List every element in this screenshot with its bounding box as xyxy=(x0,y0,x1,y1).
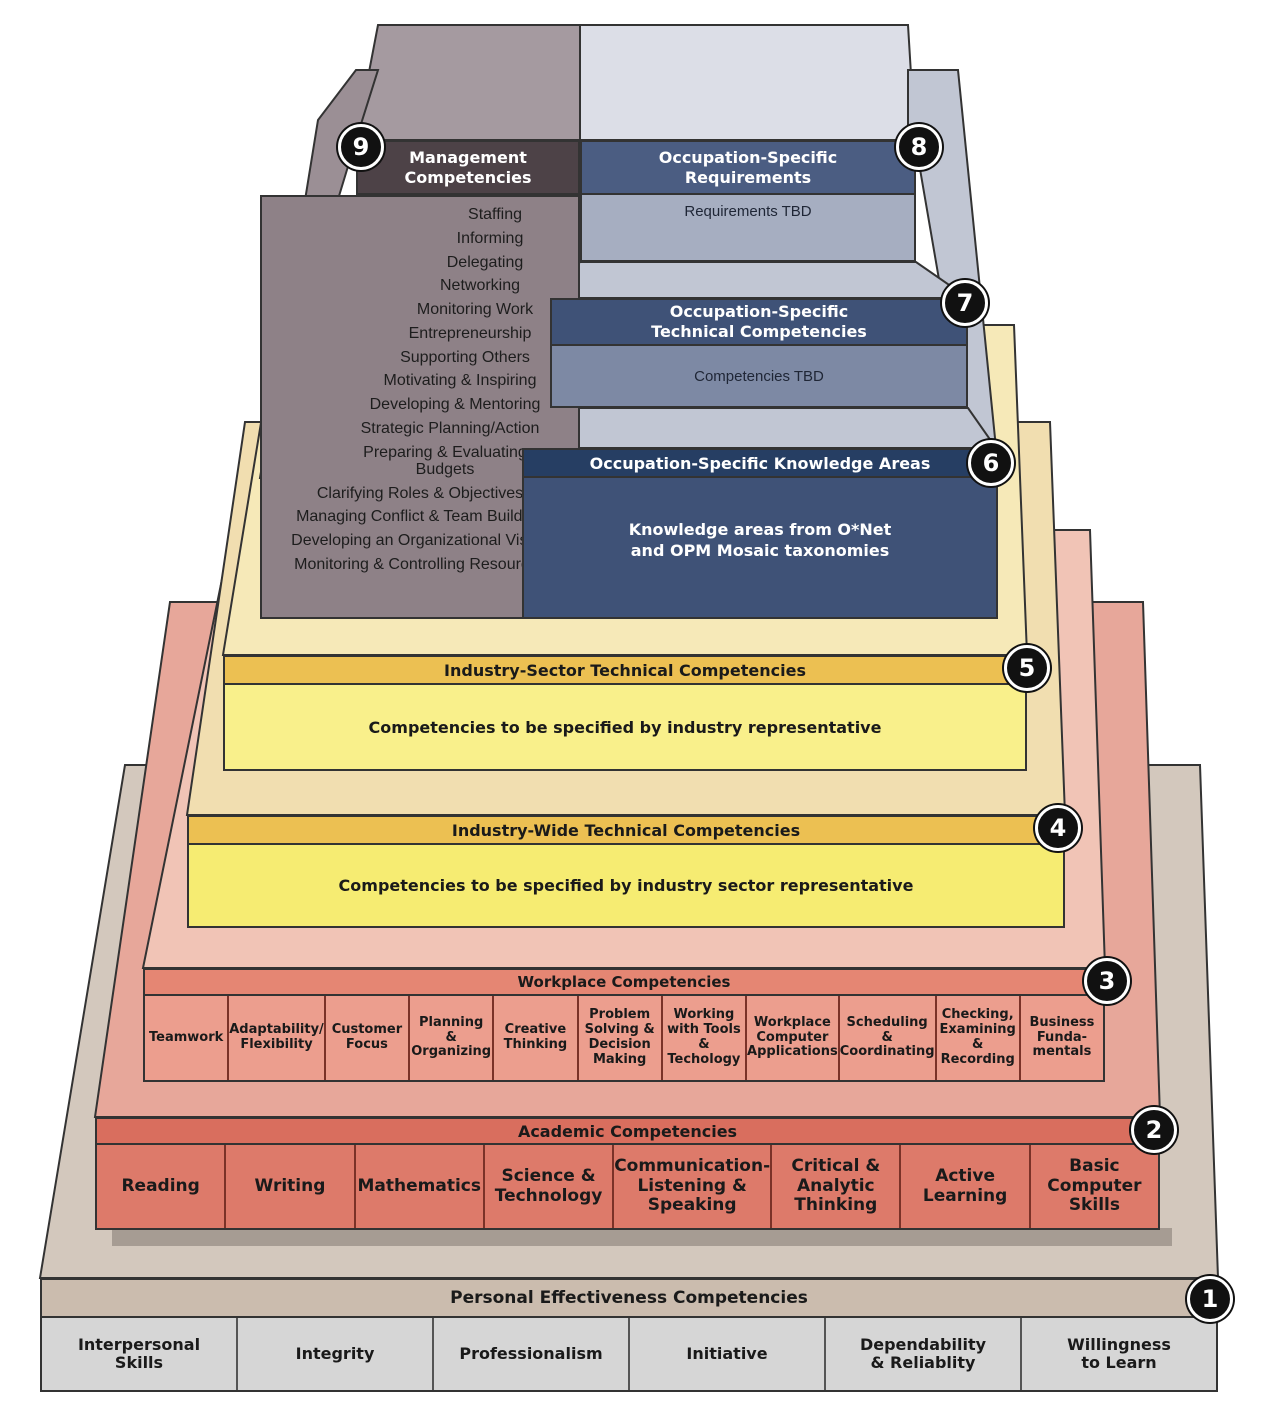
management-competency-item: Delegating xyxy=(446,253,524,271)
tier-2-cell: Active Learning xyxy=(899,1145,1028,1228)
tier-2-cell: Mathematics xyxy=(353,1145,483,1228)
management-competency-item: Monitoring Work xyxy=(416,301,534,319)
tier-7-top-surface xyxy=(547,261,972,299)
tier-3-cell: Adaptability/ Flexibility xyxy=(227,996,324,1080)
tier-5-number-badge: 5 xyxy=(1004,645,1050,691)
tier-1-cell: Initiative xyxy=(628,1318,824,1390)
tier-1-cell: Integrity xyxy=(236,1318,432,1390)
tier-4-number-badge: 4 xyxy=(1035,805,1081,851)
tier-7-number-badge: 7 xyxy=(942,280,988,326)
management-competency-item: Informing xyxy=(456,229,524,247)
tier-6-header: Occupation-Specific Knowledge Areas xyxy=(522,448,998,478)
tier-1-cell: Professionalism xyxy=(432,1318,628,1390)
management-competency-item: Clarifying Roles & Objectives xyxy=(316,484,524,502)
tier-3-cell: Checking, Examining & Recording xyxy=(934,996,1019,1080)
tier-2-shadow xyxy=(112,1228,1172,1246)
tier-7-header: Occupation-Specific Technical Competenci… xyxy=(550,298,968,346)
tier-3-cell: Creative Thinking xyxy=(492,996,576,1080)
tier-8-number-badge: 8 xyxy=(896,124,942,170)
tier-3-cell: Working with Tools & Techology xyxy=(660,996,745,1080)
tier-1-number-badge: 1 xyxy=(1187,1276,1233,1322)
tier-8-top-surface xyxy=(579,24,917,141)
tier-9-header: Management Competencies xyxy=(356,140,580,195)
tier-3-cell: Scheduling & Coordinating xyxy=(837,996,935,1080)
tier-3-cell: Business Funda- mentals xyxy=(1018,996,1103,1080)
tier-2-cell: Writing xyxy=(224,1145,353,1228)
management-competency-item: Entrepreneurship xyxy=(408,324,532,342)
management-competency-item: Developing & Mentoring xyxy=(369,396,541,414)
tier-2-cell: Reading xyxy=(121,1175,200,1196)
tier-6-body: Knowledge areas from O*Net and OPM Mosai… xyxy=(522,478,998,619)
tier-5-header: Industry-Sector Technical Competencies xyxy=(223,655,1027,685)
tier-2-cell: Critical & Analytic Thinking xyxy=(770,1145,899,1228)
tier-4-header: Industry-Wide Technical Competencies xyxy=(187,815,1065,845)
tier-8-body: Requirements TBD xyxy=(580,195,916,262)
tier-6-top-surface xyxy=(520,407,998,449)
tier-3-number-badge: 3 xyxy=(1084,958,1130,1004)
tier-2-number-badge: 2 xyxy=(1131,1107,1177,1153)
tier-3-cell: Workplace Computer Applications xyxy=(745,996,838,1080)
management-competency-item: Preparing & Evaluating Budgets xyxy=(363,443,527,478)
tier-9-top-surface xyxy=(354,24,581,141)
tier-9-number-badge: 9 xyxy=(338,124,384,170)
tier-1-cell: Willingness to Learn xyxy=(1020,1318,1216,1390)
management-competency-item: Managing Conflict & Team Building xyxy=(296,508,544,526)
tier-3-cell: Customer Focus xyxy=(323,996,408,1080)
tier-6-number-badge: 6 xyxy=(968,440,1014,486)
tier-3-header: Workplace Competencies xyxy=(143,968,1105,996)
tier-4-body: Competencies to be specified by industry… xyxy=(187,845,1065,928)
tier-5-body: Competencies to be specified by industry… xyxy=(223,685,1027,771)
tier-1-header: Personal Effectiveness Competencies xyxy=(40,1278,1218,1318)
management-competency-item: Staffing xyxy=(468,206,522,223)
tier-2-cell: Communication- Listening & Speaking xyxy=(612,1145,770,1228)
tier-1-cell: Dependability & Reliablity xyxy=(824,1318,1020,1390)
tier-7-body: Competencies TBD xyxy=(550,346,968,408)
tier-1-cell: Interpersonal Skills xyxy=(77,1334,201,1372)
tier-3-cell: Planning & Organizing xyxy=(408,996,492,1080)
management-competency-item: Networking xyxy=(439,277,521,295)
management-competency-item: Monitoring & Controlling Resources xyxy=(294,555,546,573)
tier-2-header: Academic Competencies xyxy=(95,1117,1160,1145)
tier-2-cell: Basic Computer Skills xyxy=(1028,1145,1158,1228)
tier-2-cell: Science & Technology xyxy=(482,1145,612,1228)
management-competency-item: Strategic Planning/Action xyxy=(360,419,540,437)
tier-8-header: Occupation-Specific Requirements xyxy=(580,140,916,195)
tier-3-cell: Teamwork xyxy=(148,1029,224,1045)
management-competency-item: Supporting Others xyxy=(400,348,530,366)
tier-3-cell: Problem Solving & Decision Making xyxy=(576,996,661,1080)
management-competency-item: Motivating & Inspiring xyxy=(383,372,537,390)
